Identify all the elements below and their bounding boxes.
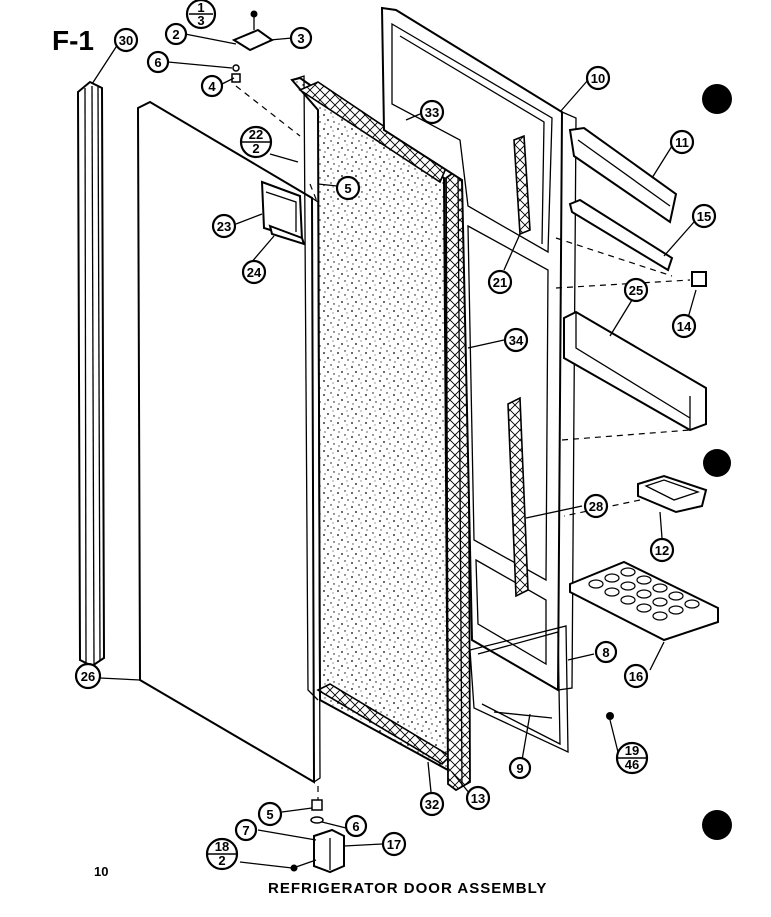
callout-13: 13 xyxy=(465,785,491,811)
svg-text:2: 2 xyxy=(172,27,179,42)
callout-30: 30 xyxy=(113,27,139,53)
svg-text:10: 10 xyxy=(591,71,605,86)
svg-text:46: 46 xyxy=(625,757,639,772)
callout-8: 8 xyxy=(594,640,618,664)
callout-19-46: 19 46 xyxy=(615,741,649,775)
callout-1-3: 1 3 xyxy=(185,0,217,30)
svg-text:22: 22 xyxy=(249,127,263,142)
svg-text:13: 13 xyxy=(471,791,485,806)
bottom-hinge-part xyxy=(290,712,614,874)
svg-text:24: 24 xyxy=(247,265,262,280)
svg-text:30: 30 xyxy=(119,33,133,48)
svg-text:21: 21 xyxy=(493,275,507,290)
svg-text:3: 3 xyxy=(197,13,204,28)
callout-9: 9 xyxy=(508,756,532,780)
svg-text:17: 17 xyxy=(387,837,401,852)
shelf-bracket-lower-part xyxy=(507,396,529,598)
callout-2: 2 xyxy=(164,22,188,46)
door-bin-part xyxy=(563,310,707,432)
svg-text:34: 34 xyxy=(509,333,524,348)
callout-34: 34 xyxy=(503,327,529,353)
svg-text:7: 7 xyxy=(242,823,249,838)
callout-22-2: 22 2 xyxy=(239,125,273,159)
callout-5-lower: 5 xyxy=(257,801,283,827)
callout-14: 14 xyxy=(671,313,697,339)
callout-15: 15 xyxy=(691,203,717,229)
svg-text:19: 19 xyxy=(625,743,639,758)
svg-text:32: 32 xyxy=(425,797,439,812)
lattice-strip-part xyxy=(445,166,471,792)
callout-32: 32 xyxy=(419,791,445,817)
callout-23: 23 xyxy=(211,213,237,239)
callout-18-2: 18 2 xyxy=(205,837,239,871)
top-hinge-part xyxy=(231,10,274,83)
diagram-caption: REFRIGERATOR DOOR ASSEMBLY xyxy=(268,880,547,897)
callout-4: 4 xyxy=(200,74,224,98)
svg-text:12: 12 xyxy=(655,543,669,558)
callout-12: 12 xyxy=(649,537,675,563)
svg-text:4: 4 xyxy=(208,79,216,94)
svg-text:16: 16 xyxy=(629,669,643,684)
callout-7: 7 xyxy=(234,818,258,842)
callout-6-top: 6 xyxy=(146,50,170,74)
svg-text:2: 2 xyxy=(252,141,259,156)
svg-text:1: 1 xyxy=(197,0,204,15)
svg-text:14: 14 xyxy=(677,319,692,334)
svg-text:26: 26 xyxy=(81,669,95,684)
svg-text:11: 11 xyxy=(675,135,689,150)
callout-26: 26 xyxy=(74,662,102,690)
svg-text:23: 23 xyxy=(217,219,231,234)
foam-liner-panel-part xyxy=(290,75,452,772)
callout-6-lower: 6 xyxy=(344,814,368,838)
shelf-rail-part xyxy=(568,198,674,272)
leader-lines xyxy=(91,33,697,869)
callout-25: 25 xyxy=(623,277,649,303)
svg-text:15: 15 xyxy=(697,209,711,224)
callout-21: 21 xyxy=(487,269,513,295)
svg-text:6: 6 xyxy=(154,55,161,70)
svg-text:25: 25 xyxy=(629,283,643,298)
svg-text:33: 33 xyxy=(425,105,439,120)
binder-hole-middle xyxy=(703,449,731,477)
egg-tray-part xyxy=(569,560,719,642)
shelf-bracket-upper-part xyxy=(513,134,531,236)
callout-33: 33 xyxy=(419,99,445,125)
binder-hole-top xyxy=(702,84,732,114)
svg-text:3: 3 xyxy=(297,31,304,46)
callout-3: 3 xyxy=(289,26,313,50)
svg-text:5: 5 xyxy=(266,807,273,822)
binder-hole-bottom xyxy=(702,810,732,840)
svg-text:6: 6 xyxy=(352,819,359,834)
butter-tray-part xyxy=(637,474,708,514)
callout-5-upper: 5 xyxy=(335,175,361,201)
svg-text:18: 18 xyxy=(215,839,229,854)
svg-text:28: 28 xyxy=(589,499,603,514)
figure-label: F-1 xyxy=(52,25,94,56)
svg-text:2: 2 xyxy=(218,853,225,868)
outer-door-panel-part xyxy=(136,100,321,784)
callout-11: 11 xyxy=(669,129,695,155)
svg-text:8: 8 xyxy=(602,645,609,660)
svg-text:5: 5 xyxy=(344,181,351,196)
bottom-gasket-frame-part xyxy=(469,625,569,754)
callout-16: 16 xyxy=(623,663,649,689)
page-number: 10 xyxy=(94,864,108,879)
svg-text:9: 9 xyxy=(516,761,523,776)
callout-28: 28 xyxy=(583,493,609,519)
trim-strip-part xyxy=(76,80,106,668)
top-shelf-rail-part xyxy=(568,126,678,224)
clip-part xyxy=(691,271,707,287)
callout-10: 10 xyxy=(585,65,611,91)
callout-24: 24 xyxy=(241,259,267,285)
callout-17: 17 xyxy=(381,831,407,857)
